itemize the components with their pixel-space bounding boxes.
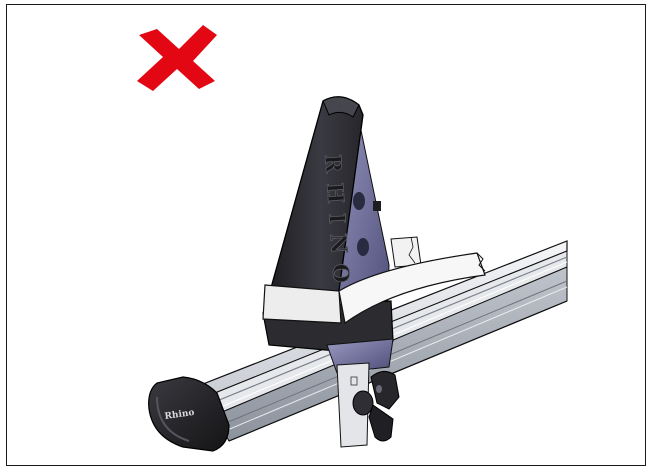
end-cap: Rhino (148, 376, 230, 452)
installation-illustration: Rhino RHINO (137, 25, 568, 452)
illustration-frame: Rhino RHINO (6, 4, 646, 466)
endcap-brand-text: Rhino (164, 408, 195, 422)
cross-icon (137, 25, 217, 91)
strap (262, 236, 486, 325)
tightening-knob (352, 371, 400, 442)
load-stop-wedge: RHINO (262, 96, 394, 374)
